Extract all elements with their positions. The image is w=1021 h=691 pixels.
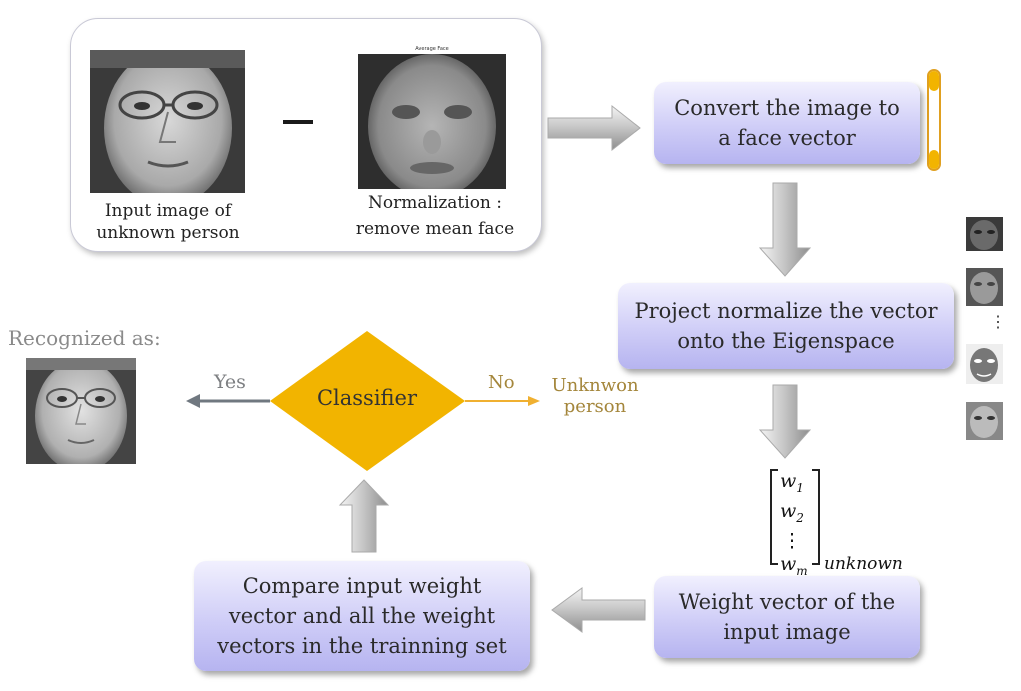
project-step-label: Project normalize the vector onto the Ei… [634, 299, 938, 353]
arrow-down-icon [758, 182, 812, 277]
project-step-box: Project normalize the vector onto the Ei… [618, 283, 954, 369]
arrow-down-icon [758, 384, 812, 459]
unknown-line: Unknwon [551, 375, 639, 396]
compare-step-box: Compare input weight vector and all the … [194, 561, 530, 671]
vector-bracket-left [770, 469, 778, 565]
caption-line: unknown person [96, 223, 240, 243]
recognized-label: Recognized as: [8, 326, 161, 350]
weight-step-label: Weight vector of the input image [678, 590, 896, 644]
face-vector-bar [927, 69, 941, 171]
recognized-face-image [26, 358, 136, 464]
minus-symbol [283, 120, 313, 124]
unknown-line: person [563, 396, 627, 417]
vector-entry: w1 [780, 470, 804, 495]
convert-step-label: Convert the image to a face vector [674, 96, 900, 150]
arrow-up-icon [338, 479, 390, 553]
classifier-diamond [270, 331, 465, 471]
weight-vector: w1 w2 ⋮ wm [780, 470, 814, 582]
caption-line: Normalization : [367, 193, 503, 213]
mean-face-title: Average Face [415, 46, 449, 52]
vector-entry: ⋮ [782, 529, 802, 552]
input-image-caption: Input image of unknown person [78, 200, 258, 244]
mean-face-image: Average Face [358, 46, 506, 189]
arrow-head-icon [186, 394, 200, 408]
vector-entry: wm [780, 552, 808, 578]
arrow-head-icon [528, 396, 540, 406]
eigenface-ellipsis: ⋮ [990, 312, 1006, 331]
unknown-person-label: Unknwon person [540, 375, 650, 417]
yes-label: Yes [214, 371, 246, 393]
eigenface-thumbnail [966, 268, 1003, 306]
mean-face-caption: Normalization : remove mean face [345, 192, 525, 240]
classifier-label: Classifier [316, 386, 418, 410]
vector-subscript: unknown [824, 554, 903, 574]
caption-line: Input image of [104, 201, 232, 221]
eigenface-thumbnail [966, 344, 1003, 384]
arrow-right-icon [547, 104, 641, 152]
input-face-image [90, 50, 245, 193]
caption-line: remove mean face [355, 219, 515, 239]
eigenface-thumbnail [966, 217, 1003, 251]
arrow-left-icon [551, 587, 646, 633]
no-label: No [488, 372, 515, 393]
convert-step-box: Convert the image to a face vector [654, 82, 920, 164]
vector-entry: w2 [780, 499, 804, 525]
eigenface-thumbnail [966, 402, 1003, 440]
vector-bracket-right [812, 469, 820, 565]
weight-step-box: Weight vector of the input image [654, 576, 920, 658]
compare-step-label: Compare input weight vector and all the … [217, 574, 507, 658]
